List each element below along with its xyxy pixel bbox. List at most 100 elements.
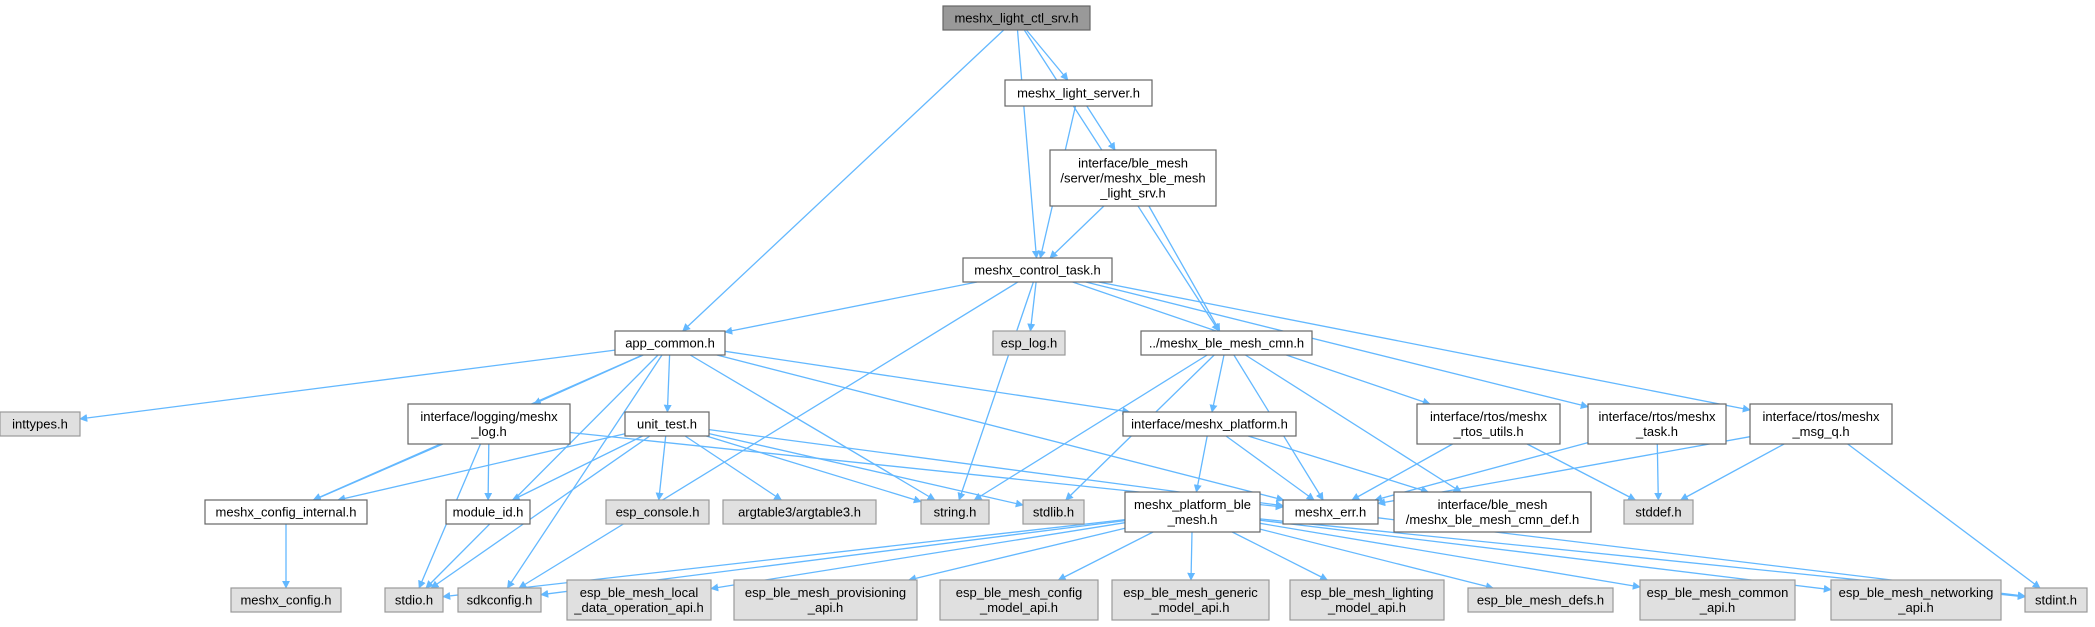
node-label: interface/ble_mesh: [1078, 156, 1188, 171]
node-box: [1639, 579, 1796, 621]
node-rtos_task_h[interactable]: interface/rtos/meshx_task.h: [1587, 403, 1727, 445]
node-label: ../meshx_ble_mesh_cmn.h: [1149, 336, 1304, 351]
edge-meshx_platform_h-to-cmn_def_h: [1247, 435, 1429, 494]
node-rtos_msg_q_h[interactable]: interface/rtos/meshx_msg_q.h: [1749, 403, 1893, 445]
node-label: _model_api.h: [1150, 600, 1229, 615]
node-platform_ble_mesh_h[interactable]: meshx_platform_ble_mesh.h: [1124, 491, 1261, 533]
node-app_common_h[interactable]: app_common.h: [614, 330, 726, 356]
node-box: [566, 579, 712, 621]
node-box: [204, 499, 368, 525]
node-sdkconfig_h[interactable]: sdkconfig.h: [457, 587, 542, 613]
node-stdint_h[interactable]: stdint.h: [2024, 587, 2088, 613]
node-box: [230, 587, 342, 613]
node-ble_mesh_light_srv_h[interactable]: interface/ble_mesh/server/meshx_ble_mesh…: [1049, 149, 1217, 207]
edge-platform_ble_mesh_h-to-config_model_h: [1057, 531, 1154, 581]
node-box: [722, 499, 877, 525]
node-label: interface/ble_mesh: [1438, 497, 1548, 512]
node-box: [1289, 579, 1445, 621]
node-stdlib_h[interactable]: stdlib.h: [1022, 499, 1085, 525]
node-label: esp_ble_mesh_lighting: [1301, 585, 1434, 600]
node-meshx_config_internal_h[interactable]: meshx_config_internal.h: [204, 499, 368, 525]
node-label: _api.h: [1699, 600, 1735, 615]
node-label: interface/rtos/meshx: [1762, 409, 1880, 424]
node-stddef_h[interactable]: stddef.h: [1623, 499, 1694, 525]
node-lighting_model_h[interactable]: esp_ble_mesh_lighting_model_api.h: [1289, 579, 1445, 621]
node-stdio_h[interactable]: stdio.h: [384, 587, 444, 613]
edge-app_common_h-to-unit_test_h: [663, 354, 672, 413]
node-label: _light_srv.h: [1099, 186, 1166, 201]
node-box: [1022, 499, 1085, 525]
edge-platform_ble_mesh_h-to-defs_h: [1259, 528, 1494, 591]
edge-platform_ble_mesh_h-to-lighting_model_h: [1231, 531, 1329, 581]
node-box: [1830, 579, 2002, 621]
node-meshx_err_h[interactable]: meshx_err.h: [1282, 499, 1379, 525]
node-rtos_utils_h[interactable]: interface/rtos/meshx_rtos_utils.h: [1416, 403, 1561, 445]
node-label: meshx_config_internal.h: [216, 505, 357, 520]
node-string_h[interactable]: string.h: [920, 499, 990, 525]
edge-platform_ble_mesh_h-to-generic_model_h: [1187, 531, 1196, 581]
node-unit_test_h[interactable]: unit_test.h: [624, 411, 710, 437]
node-box: [1467, 587, 1614, 613]
edge-ble_mesh_light_srv_h-to-meshx_ble_mesh_cmn_h: [1148, 205, 1221, 332]
node-label: meshx_light_server.h: [1017, 86, 1140, 101]
node-meshx_log_h[interactable]: interface/logging/meshx_log.h: [407, 403, 571, 445]
node-generic_model_h[interactable]: esp_ble_mesh_generic_model_api.h: [1111, 579, 1270, 621]
node-meshx_control_task_h[interactable]: meshx_control_task.h: [962, 257, 1113, 283]
edge-unit_test_h-to-stdlib_h: [708, 432, 1024, 508]
node-networking_h[interactable]: esp_ble_mesh_networking_api.h: [1830, 579, 2002, 621]
node-label: _msg_q.h: [1791, 424, 1849, 439]
node-box: [939, 579, 1099, 621]
node-local_data_op_h[interactable]: esp_ble_mesh_local_data_operation_api.h: [566, 579, 712, 621]
edge-meshx_control_task_h-to-app_common_h: [724, 281, 978, 335]
node-label: /meshx_ble_mesh_cmn_def.h: [1406, 512, 1579, 527]
edge-platform_ble_mesh_h-to-stdio_h: [442, 518, 1126, 600]
edge-unit_test_h-to-stdio_h: [430, 435, 651, 589]
node-label: esp_ble_mesh_defs.h: [1477, 593, 1604, 608]
node-box: [2024, 587, 2088, 613]
node-esp_console_h[interactable]: esp_console.h: [605, 499, 710, 525]
edge-unit_test_h-to-meshx_config_internal_h: [337, 433, 626, 503]
node-box: [1749, 403, 1893, 445]
node-box: [992, 330, 1066, 356]
node-label: stddef.h: [1635, 505, 1681, 520]
node-box: [1282, 499, 1379, 525]
node-defs_h[interactable]: esp_ble_mesh_defs.h: [1467, 587, 1614, 613]
node-meshx_platform_h[interactable]: interface/meshx_platform.h: [1122, 411, 1297, 437]
edge-meshx_light_server_h-to-ble_mesh_light_srv_h: [1086, 105, 1116, 151]
edge-app_common_h-to-meshx_platform_h: [724, 350, 1131, 415]
node-meshx_light_server_h[interactable]: meshx_light_server.h: [1004, 79, 1153, 107]
node-module_id_h[interactable]: module_id.h: [445, 499, 531, 525]
node-label: esp_log.h: [1001, 336, 1057, 351]
edge-app_common_h-to-sdkconfig_h: [506, 354, 663, 589]
node-common_api_h[interactable]: esp_ble_mesh_common_api.h: [1639, 579, 1796, 621]
edge-meshx_control_task_h-to-string_h: [957, 281, 1035, 501]
node-label: _data_operation_api.h: [573, 600, 703, 615]
node-box: [1416, 403, 1561, 445]
edge-unit_test_h-to-esp_console_h: [655, 435, 667, 501]
edge-meshx_control_task_h-to-esp_log_h: [1027, 281, 1037, 332]
node-cmn_def_h[interactable]: interface/ble_mesh/meshx_ble_mesh_cmn_de…: [1393, 491, 1592, 533]
edge-meshx_light_ctl_srv_h-to-meshx_light_server_h: [1025, 29, 1069, 81]
node-box: [920, 499, 990, 525]
node-argtable3_h[interactable]: argtable3/argtable3.h: [722, 499, 877, 525]
node-label: stdio.h: [395, 593, 433, 608]
node-label: interface/rtos/meshx: [1430, 409, 1548, 424]
node-provisioning_h[interactable]: esp_ble_mesh_provisioning_api.h: [733, 579, 918, 621]
node-label: esp_console.h: [616, 505, 700, 520]
node-inttypes_h[interactable]: inttypes.h: [0, 411, 81, 437]
node-meshx_light_ctl_srv_h[interactable]: meshx_light_ctl_srv.h: [942, 5, 1091, 31]
node-meshx_config_h[interactable]: meshx_config.h: [230, 587, 342, 613]
node-box: [1004, 79, 1153, 107]
node-esp_log_h[interactable]: esp_log.h: [992, 330, 1066, 356]
edge-rtos_msg_q_h-to-stdint_h: [1847, 443, 2041, 589]
node-meshx_ble_mesh_cmn_h[interactable]: ../meshx_ble_mesh_cmn.h: [1140, 330, 1313, 356]
node-label: interface/logging/meshx: [420, 409, 558, 424]
node-label: module_id.h: [453, 505, 524, 520]
node-label: _api.h: [1897, 600, 1933, 615]
node-label: _log.h: [470, 424, 506, 439]
edge-rtos_task_h-to-meshx_err_h: [1374, 441, 1589, 502]
node-label: _rtos_utils.h: [1452, 424, 1523, 439]
node-config_model_h[interactable]: esp_ble_mesh_config_model_api.h: [939, 579, 1099, 621]
edge-app_common_h-to-inttypes_h: [79, 349, 616, 422]
